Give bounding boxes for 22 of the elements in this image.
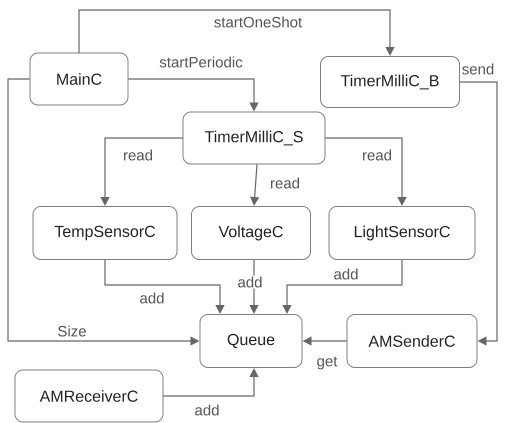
component-box: LightSensorC xyxy=(328,206,476,260)
component-box: AMSenderC xyxy=(346,314,478,368)
edge-label: read xyxy=(269,176,302,190)
edge-label: read xyxy=(122,148,154,162)
edge-label: startPeriodic xyxy=(158,55,244,68)
edge-label: add xyxy=(332,267,360,280)
edge-label: get xyxy=(316,356,338,370)
component-box: AMReceiverC xyxy=(14,369,164,422)
component-box: MainC xyxy=(30,52,128,106)
component-box: TimerMilliC_S xyxy=(182,112,326,164)
edge-label: startOneShot xyxy=(212,15,304,28)
edge-label: add xyxy=(138,291,166,304)
arrow xyxy=(460,81,498,346)
edge-label: send xyxy=(460,62,496,76)
component-box: TempSensorC xyxy=(32,206,178,260)
edge-label: read xyxy=(361,148,393,162)
component-box: VoltageC xyxy=(191,206,311,260)
component-box: TimerMilliC_B xyxy=(320,56,460,108)
edge-label: add xyxy=(194,403,221,416)
component-box: Queue xyxy=(200,314,302,368)
edge-label: Size xyxy=(56,324,88,338)
edge-label: add xyxy=(236,275,264,288)
